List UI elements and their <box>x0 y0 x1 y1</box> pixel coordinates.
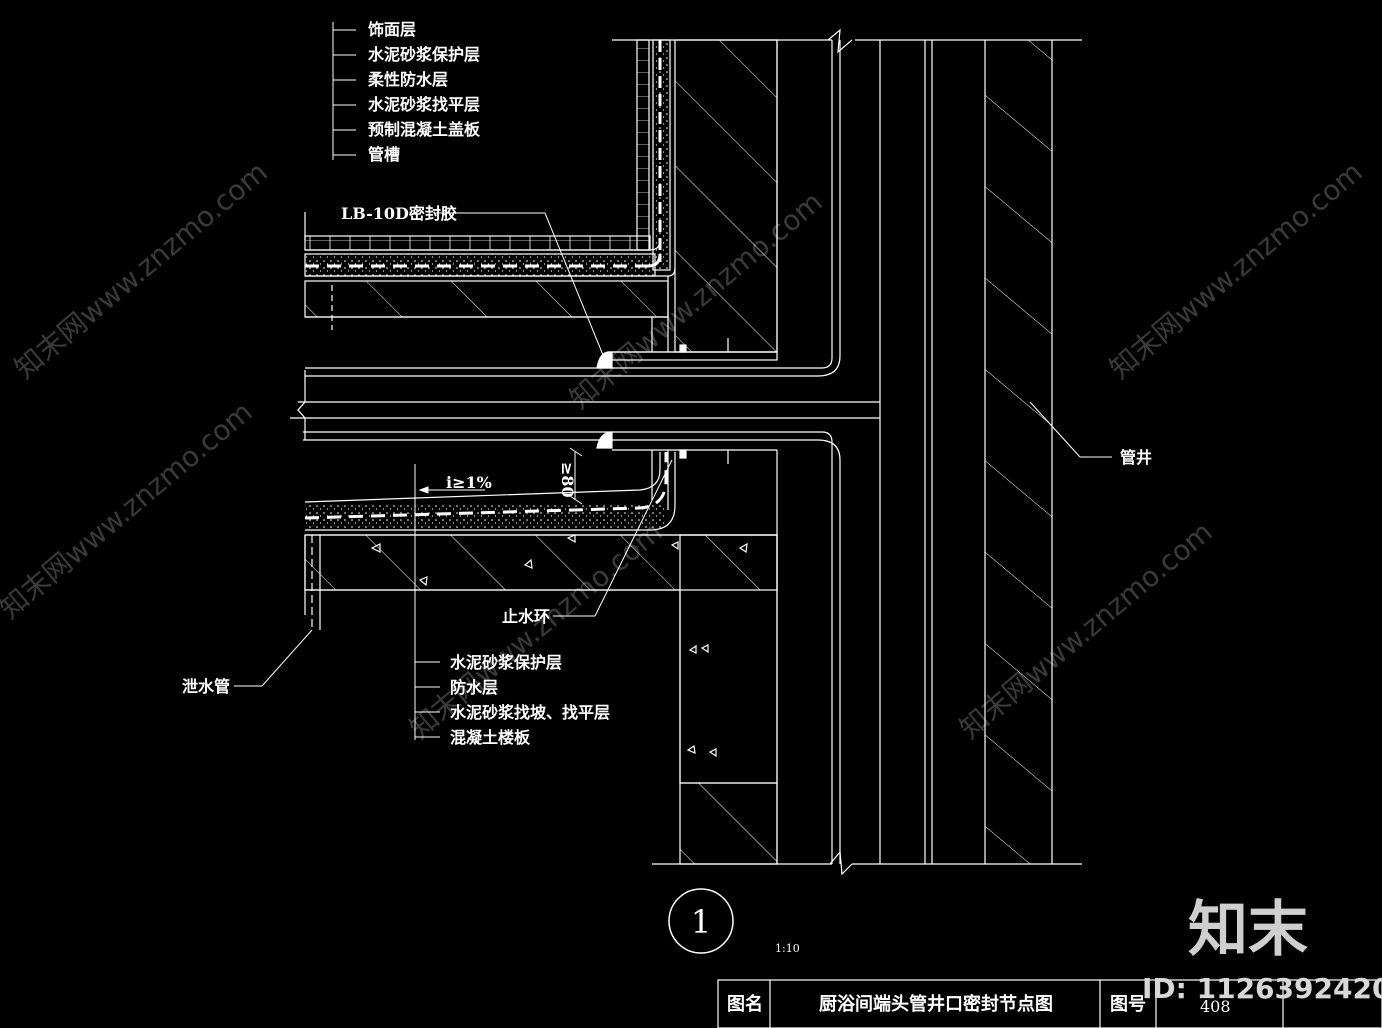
title-name-label: 图名 <box>727 993 763 1015</box>
watermark-text: 知末网www.znzmo.com <box>0 395 259 625</box>
upper-layer-label: 水泥砂浆保护层 <box>368 45 480 64</box>
scale-label: 1:10 <box>775 942 800 955</box>
lower-layer-leader <box>414 464 440 740</box>
upper-layer-label: 水泥砂浆找平层 <box>368 95 480 114</box>
drain-pipe-leader <box>234 629 313 687</box>
pipe <box>290 28 880 876</box>
detail-number-circle <box>668 888 734 954</box>
upper-layer-label: 管槽 <box>368 145 400 164</box>
dimension-annotation <box>418 447 583 505</box>
lower-layer-label: 混凝土楼板 <box>450 728 531 747</box>
shaft-leader <box>1029 401 1112 458</box>
water-stop-leader <box>553 459 673 617</box>
lower-assembly <box>304 431 832 865</box>
shaft-label: 管井 <box>1120 448 1152 467</box>
upper-layer-leader <box>332 22 356 160</box>
upper-layer-label: 预制混凝土盖板 <box>368 120 481 139</box>
lower-layer-label: 水泥砂浆保护层 <box>450 653 562 672</box>
lower-layer-label: 水泥砂浆找坡、找平层 <box>450 703 610 722</box>
sealant-leader <box>436 212 604 356</box>
lower-layer-label: 防水层 <box>450 678 498 697</box>
detail-number: 1 <box>691 903 711 941</box>
brand-watermark: 知末 <box>1188 895 1308 965</box>
drawing-title: 厨浴间端头管井口密封节点图 <box>819 993 1053 1015</box>
upper-layer-label: 饰面层 <box>368 20 416 39</box>
drain-pipe-label: 泄水管 <box>182 677 230 696</box>
water-stop-label: 止水环 <box>502 607 550 626</box>
upper-layer-label: 柔性防水层 <box>367 70 448 89</box>
upper-wall <box>304 39 832 369</box>
sealant-label: LB-10D密封胶 <box>341 204 457 223</box>
watermark-text: 知末网www.znzmo.com <box>1103 155 1368 385</box>
title-number-label: 图号 <box>1110 994 1146 1015</box>
dimension-label: ≥80 <box>558 462 577 498</box>
id-watermark: ID: 1126392420 <box>1142 972 1382 1005</box>
shaft-walls <box>852 39 1082 865</box>
title-block <box>717 979 1382 1028</box>
drawing-number: 408 <box>1200 997 1231 1016</box>
watermark-text: 知末网www.znzmo.com <box>8 155 273 385</box>
slope-label: i≥1% <box>446 473 492 492</box>
